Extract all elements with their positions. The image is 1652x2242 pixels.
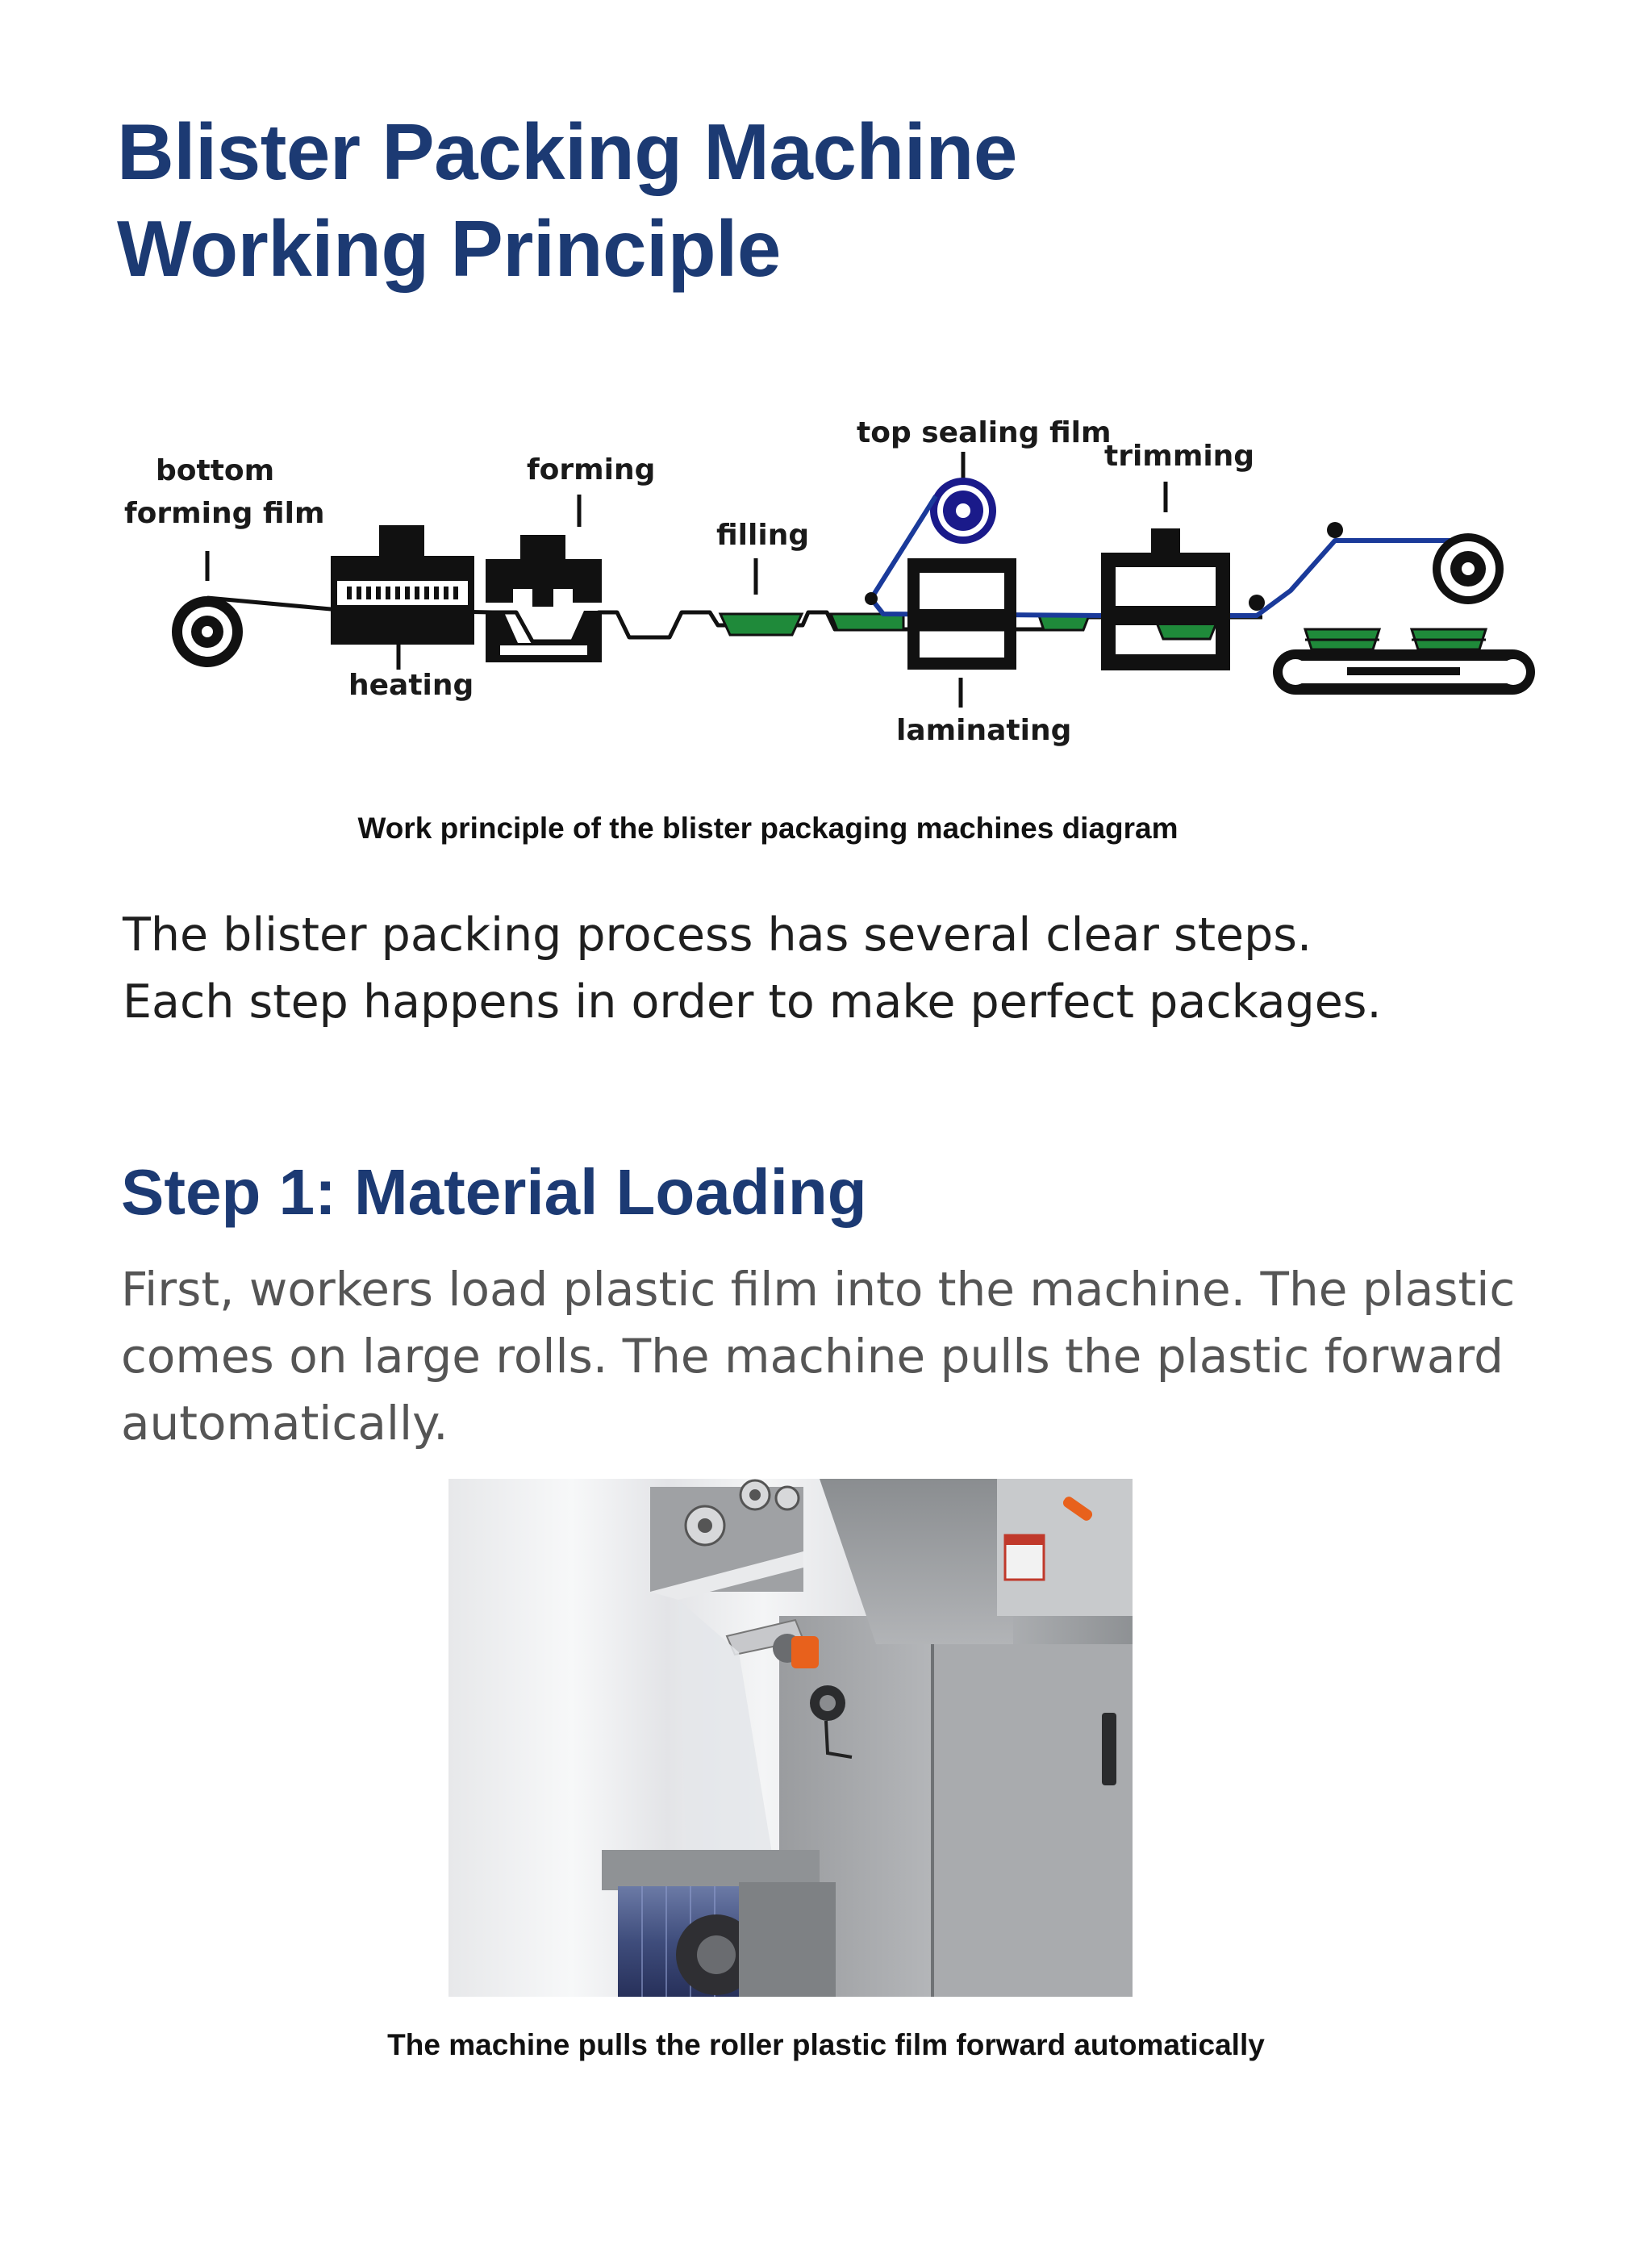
intro-line-1: The blister packing process has several … (123, 908, 1312, 962)
guide-roller-icon (1327, 522, 1343, 538)
page-title: Blister Packing Machine Working Principl… (117, 103, 1488, 297)
orange-lever (1062, 1497, 1093, 1521)
page-title-line-1: Blister Packing Machine (117, 107, 1017, 196)
label-forming-film: forming film (124, 497, 324, 530)
heating-station-icon (331, 525, 474, 645)
guide-roller-icon (865, 592, 878, 605)
step-1-heading: Step 1: Material Loading (121, 1156, 867, 1228)
intro-paragraph: The blister packing process has several … (123, 902, 1575, 1036)
label-forming: forming (527, 453, 655, 486)
step-1-body: First, workers load plastic film into th… (121, 1262, 1516, 1451)
label-bottom: bottom (156, 454, 274, 487)
label-laminating: laminating (896, 714, 1071, 747)
forming-station-icon (486, 535, 602, 662)
intro-line-2: Each step happens in order to make perfe… (123, 975, 1382, 1029)
label-pointers (205, 452, 1168, 708)
blister-process-diagram: bottom forming film heating forming fill… (124, 416, 1535, 747)
upper-hood (820, 1479, 1013, 1644)
photo-caption: The machine pulls the roller plastic fil… (387, 2028, 1265, 2061)
label-trimming: trimming (1104, 440, 1254, 473)
bottom-film-roll-icon (172, 596, 243, 667)
label-top-sealing-film: top sealing film (857, 416, 1112, 449)
page-title-line-2: Working Principle (117, 204, 781, 293)
guide-roller-icon (1249, 595, 1265, 611)
label-filling: filling (716, 519, 809, 552)
laminating-station-icon (907, 558, 1016, 670)
top-film-roll-icon (930, 478, 996, 544)
trimming-station-icon (1101, 528, 1230, 670)
rewind-roll-icon (1433, 533, 1504, 604)
output-conveyor-icon (1273, 628, 1535, 695)
machine-photo (448, 1479, 1133, 1997)
orange-tension-block (791, 1636, 819, 1668)
bottom-film-path (206, 595, 1262, 644)
cabinet-handle (1102, 1713, 1116, 1785)
label-heating: heating (348, 669, 473, 702)
diagram-caption: Work principle of the blister packaging … (357, 812, 1179, 845)
